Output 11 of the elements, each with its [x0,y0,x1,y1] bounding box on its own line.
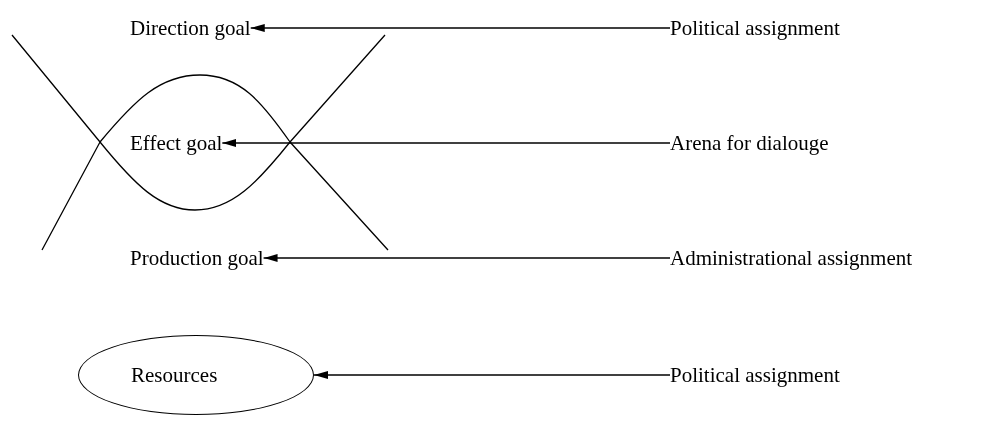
assignment-label: Political assignment [670,15,840,41]
goal-label: Effect goal [130,130,223,156]
arrow [250,24,671,32]
arrow [221,139,671,147]
goal-label: Production goal [130,245,264,271]
arena-label: Arena for dialouge [670,130,829,156]
goal-label: Direction goal [130,15,251,41]
arrow [262,254,671,262]
arrow [313,371,671,379]
assignment-label: Political assignment [670,362,840,388]
assignment-label: Administrational assignment [670,245,913,271]
